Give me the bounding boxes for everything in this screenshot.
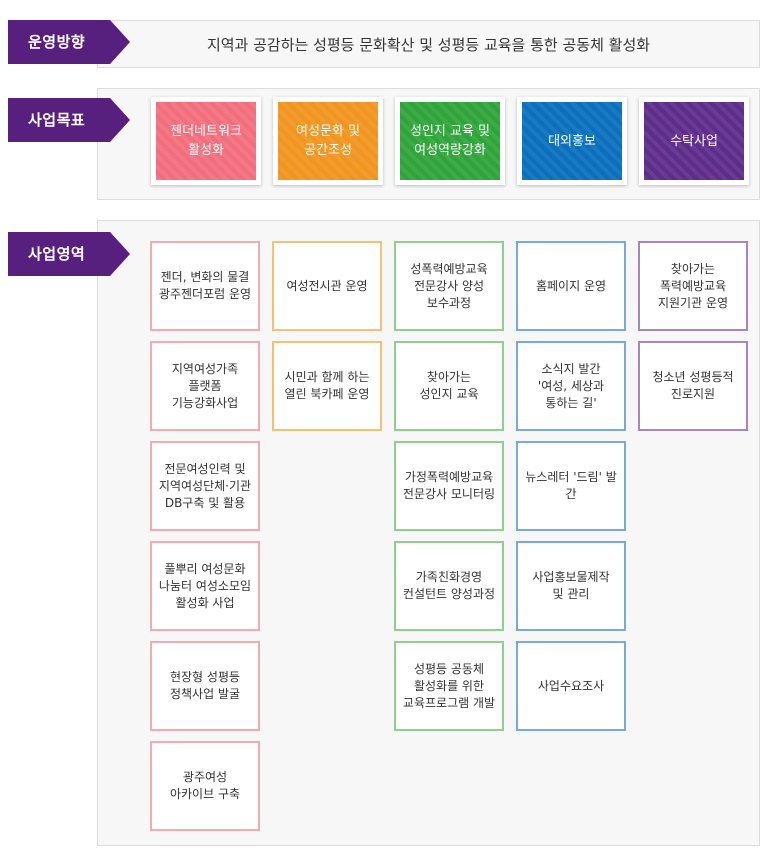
- goal-3: 성인지 교육 및 여성역량강화: [400, 102, 500, 180]
- area-box-4-2: 소식지 발간 '여성, 세상과 통하는 길': [516, 341, 626, 431]
- area-box-1-6: 광주여성 아카이브 구축: [150, 741, 260, 831]
- goal-card-4: 대외홍보: [517, 97, 627, 185]
- goal-card-1: 젠더네트워크 활성화: [151, 97, 261, 185]
- goal-4: 대외홍보: [522, 102, 622, 180]
- area-box-1-5: 현장형 성평등 정책사업 발굴: [150, 641, 260, 731]
- direction-panel: 지역과 공감하는 성평등 문화확산 및 성평등 교육을 통한 공동체 활성화: [97, 20, 760, 68]
- goal-2: 여성문화 및 공간조성: [278, 102, 378, 180]
- area-box-2-2: 시민과 함께 하는 열린 북카페 운영: [272, 341, 382, 431]
- area-box-5-1: 찾아가는 폭력예방교육 지원기관 운영: [638, 241, 748, 331]
- area-box-1-3: 전문여성인력 및 지역여성단체·기관 DB구축 및 활용: [150, 441, 260, 531]
- area-box-4-1: 홈페이지 운영: [516, 241, 626, 331]
- area-box-4-5: 사업수요조사: [516, 641, 626, 731]
- area-box-1-4: 풀뿌리 여성문화 나눔터 여성소모임 활성화 사업: [150, 541, 260, 631]
- area-box-3-3: 가정폭력예방교육 전문강사 모니터링: [394, 441, 504, 531]
- goal-card-2: 여성문화 및 공간조성: [273, 97, 383, 185]
- area-box-1-2: 지역여성가족 플랫폼 기능강화사업: [150, 341, 260, 431]
- area-box-3-1: 성폭력예방교육 전문강사 양성 보수과정: [394, 241, 504, 331]
- area-box-3-2: 찾아가는 성인지 교육: [394, 341, 504, 431]
- area-box-3-5: 성평등 공동체 활성화를 위한 교육프로그램 개발: [394, 641, 504, 731]
- goal-card-5: 수탁사업: [639, 97, 749, 185]
- goals-panel: 젠더네트워크 활성화 여성문화 및 공간조성 성인지 교육 및 여성역량강화 대…: [97, 88, 760, 200]
- goal-card-3: 성인지 교육 및 여성역량강화: [395, 97, 505, 185]
- areas-panel: 젠더, 변화의 물결 광주젠더포럼 운영 지역여성가족 플랫폼 기능강화사업 전…: [97, 220, 760, 846]
- area-box-2-1: 여성전시관 운영: [272, 241, 382, 331]
- area-box-4-3: 뉴스레터 '드림' 발간: [516, 441, 626, 531]
- goal-5: 수탁사업: [644, 102, 744, 180]
- direction-label: 운영방향: [8, 20, 130, 64]
- area-box-3-4: 가족친화경영 컨설턴트 양성과정: [394, 541, 504, 631]
- areas-label: 사업영역: [8, 232, 130, 276]
- area-box-1-1: 젠더, 변화의 물결 광주젠더포럼 운영: [150, 241, 260, 331]
- goals-label: 사업목표: [8, 98, 130, 142]
- area-box-5-2: 청소년 성평등적 진로지원: [638, 341, 748, 431]
- direction-text: 지역과 공감하는 성평등 문화확산 및 성평등 교육을 통한 공동체 활성화: [206, 35, 651, 54]
- goal-1: 젠더네트워크 활성화: [156, 102, 256, 180]
- area-box-4-4: 사업홍보물제작 및 관리: [516, 541, 626, 631]
